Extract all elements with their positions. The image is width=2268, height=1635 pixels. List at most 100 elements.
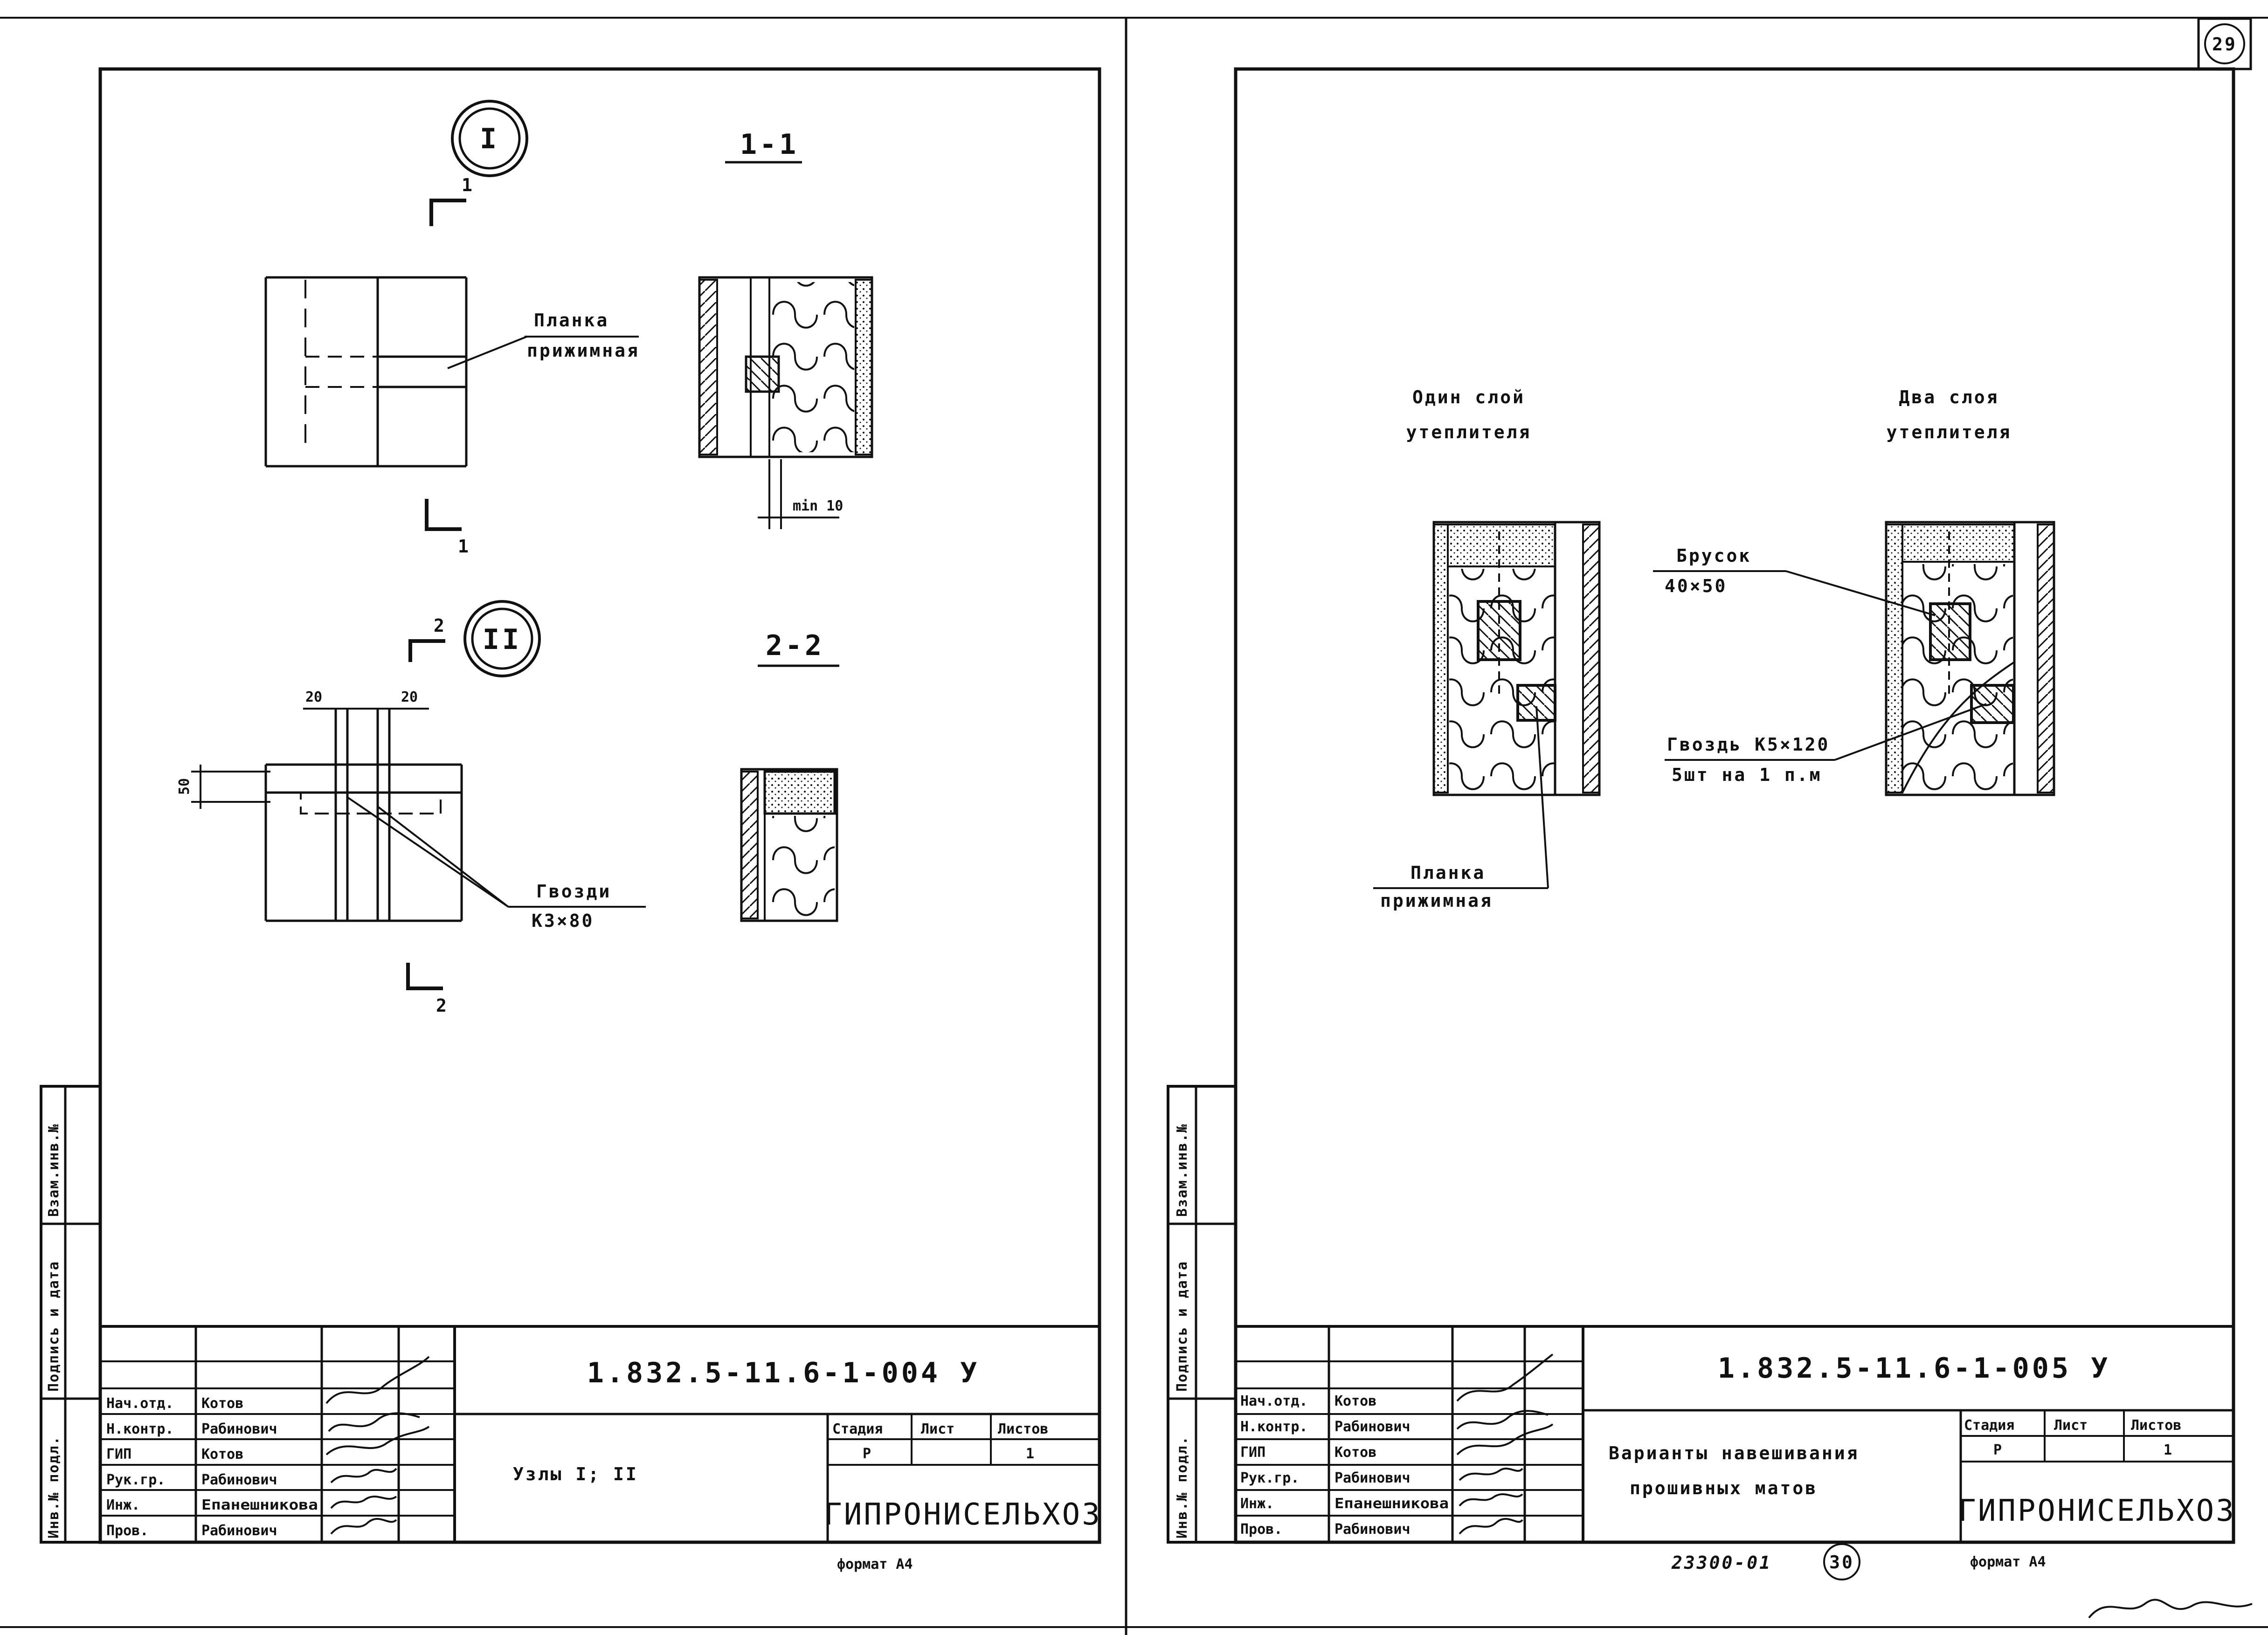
cut-mark-2-top-label: 2 — [434, 615, 446, 636]
right-sheet: 29 Один слой утеплителя Два слоя утеплит… — [1167, 17, 2253, 1619]
right-sheet-header: Лист — [2054, 1417, 2088, 1434]
caption-two-layers-line2: утеплителя — [1887, 422, 2012, 442]
right-stage-value: Р — [1993, 1442, 2002, 1458]
left-format: формат А4 — [837, 1556, 913, 1573]
nails-callout-line1: Гвозди — [536, 881, 611, 902]
one-layer-section — [1432, 521, 1601, 796]
bar-callout-line2: 40×50 — [1665, 576, 1727, 596]
right-title-block — [1236, 1325, 2233, 1542]
page-number-circle — [2204, 23, 2245, 64]
right-sheet-frame — [1234, 67, 2235, 1544]
left-name-5: Рабинович — [201, 1523, 277, 1539]
cut-mark-1-bottom — [425, 499, 462, 531]
left-name-0: Котов — [201, 1395, 243, 1412]
plank-callout-1-line2: прижимная — [527, 340, 640, 361]
left-role-0: Нач.отд. — [106, 1395, 174, 1412]
plank-callout-right-line2: прижимная — [1380, 890, 1493, 911]
right-sheet-title-line1: Варианты навешивания — [1609, 1443, 1860, 1463]
archive-page: 30 — [1829, 1552, 1854, 1573]
right-sheets-header: Листов — [2131, 1417, 2181, 1434]
left-organization: ГИПРОНИСЕЛЬХОЗ — [824, 1497, 1101, 1532]
right-designation: 1.832.5-11.6-1-005 У — [1718, 1352, 2110, 1385]
section-1-title: 1-1 — [740, 128, 799, 161]
dim-20-right: 20 — [401, 689, 418, 705]
left-name-4: Епанешникова — [201, 1497, 318, 1513]
left-sheets-value: 1 — [1026, 1446, 1034, 1462]
caption-one-layer-line1: Один слой — [1412, 387, 1525, 407]
cut-mark-2-bottom — [406, 963, 443, 990]
left-title-block — [100, 1325, 1099, 1542]
left-name-3: Рабинович — [201, 1472, 277, 1488]
archivist-signature — [2088, 1599, 2253, 1619]
dim-20-left: 20 — [305, 689, 322, 705]
caption-two-layers-line1: Два слоя — [1899, 387, 1999, 407]
cut-mark-2-top — [408, 639, 445, 662]
right-role-0: Нач.отд. — [1240, 1393, 1308, 1409]
left-role-5: Пров. — [106, 1523, 148, 1539]
right-stage-header: Стадия — [1964, 1417, 2014, 1434]
plank-callout-right-line1: Планка — [1411, 862, 1486, 883]
right-name-5: Рабинович — [1335, 1521, 1411, 1538]
plank-leader-1 — [447, 336, 527, 369]
archive-page-circle — [1823, 1543, 1860, 1580]
left-sheet-title: Узлы I; II — [513, 1464, 638, 1484]
left-sheet-header: Лист — [921, 1421, 954, 1437]
page-number: 29 — [2212, 34, 2237, 55]
bar-leader — [1785, 570, 1936, 616]
right-name-4: Епанешникова — [1335, 1496, 1449, 1512]
section-2-title: 2-2 — [766, 629, 824, 662]
left-name-1: Рабинович — [201, 1421, 277, 1437]
right-side-stamp-swap: Взам.инв.№ — [1174, 1123, 1190, 1217]
right-name-3: Рабинович — [1335, 1470, 1411, 1486]
caption-one-layer-line2: утеплителя — [1406, 422, 1532, 442]
right-name-1: Рабинович — [1335, 1419, 1411, 1435]
cut-mark-2-bottom-label: 2 — [436, 995, 449, 1016]
section-1-1-drawing — [698, 276, 873, 529]
cut-mark-1-top-label: 1 — [462, 175, 474, 195]
left-sheets-header: Листов — [998, 1421, 1048, 1437]
right-side-stamp-inv: Инв.№ подл. — [1174, 1435, 1190, 1538]
right-role-1: Н.контр. — [1240, 1419, 1308, 1435]
dim-min10: min 10 — [793, 498, 843, 514]
left-sheet-frame — [98, 67, 1101, 1544]
node-1-plan — [264, 276, 468, 468]
left-side-stamp-swap: Взам.инв.№ — [46, 1123, 62, 1217]
right-side-stamp: Взам.инв.№ Подпись и дата Инв.№ подл. — [1167, 1085, 1237, 1544]
node-2-label: II — [483, 623, 522, 656]
node-1-label: I — [480, 123, 499, 155]
archive-number: 23300-01 — [1671, 1552, 1772, 1573]
left-name-2: Котов — [201, 1446, 243, 1463]
right-format: формат А4 — [1970, 1554, 2046, 1570]
right-sheet-title-line2: прошивных матов — [1630, 1478, 1818, 1498]
two-layers-section — [1885, 521, 2055, 796]
bar-callout-line1: Брусок — [1676, 545, 1751, 566]
left-stage-value: Р — [863, 1446, 871, 1462]
node-2-marker — [463, 600, 541, 677]
left-role-2: ГИП — [106, 1446, 131, 1463]
left-side-stamp-sign: Подпись и дата — [46, 1261, 62, 1392]
node-2-plan — [191, 708, 463, 922]
right-role-2: ГИП — [1240, 1444, 1265, 1461]
left-stage-header: Стадия — [832, 1421, 883, 1437]
page-number-box — [2197, 17, 2252, 70]
right-side-stamp-sign: Подпись и дата — [1174, 1261, 1190, 1392]
left-role-1: Н.контр. — [106, 1421, 174, 1437]
cut-mark-1-bottom-label: 1 — [458, 536, 470, 557]
nail-callout-line2: 5шт на 1 п.м — [1672, 765, 1822, 785]
dim-50: 50 — [176, 778, 193, 795]
nails-callout-line2: К3×80 — [532, 911, 594, 931]
right-role-3: Рук.гр. — [1240, 1470, 1299, 1486]
left-signatures — [325, 1356, 430, 1535]
left-role-4: Инж. — [106, 1497, 140, 1513]
node-1-marker-inner — [458, 107, 521, 170]
section-2-2-drawing — [740, 768, 838, 922]
right-signatures — [1456, 1353, 1554, 1535]
nail-leader — [1834, 703, 1987, 761]
left-side-stamp-inv: Инв.№ подл. — [46, 1435, 62, 1538]
nails-leader-a — [346, 796, 509, 908]
plank-callout-1-line1: Планка — [534, 310, 609, 331]
right-role-5: Пров. — [1240, 1521, 1282, 1538]
right-name-2: Котов — [1335, 1444, 1376, 1461]
right-organization: ГИПРОНИСЕЛЬХОЗ — [1958, 1494, 2235, 1528]
left-role-3: Рук.гр. — [106, 1472, 165, 1488]
